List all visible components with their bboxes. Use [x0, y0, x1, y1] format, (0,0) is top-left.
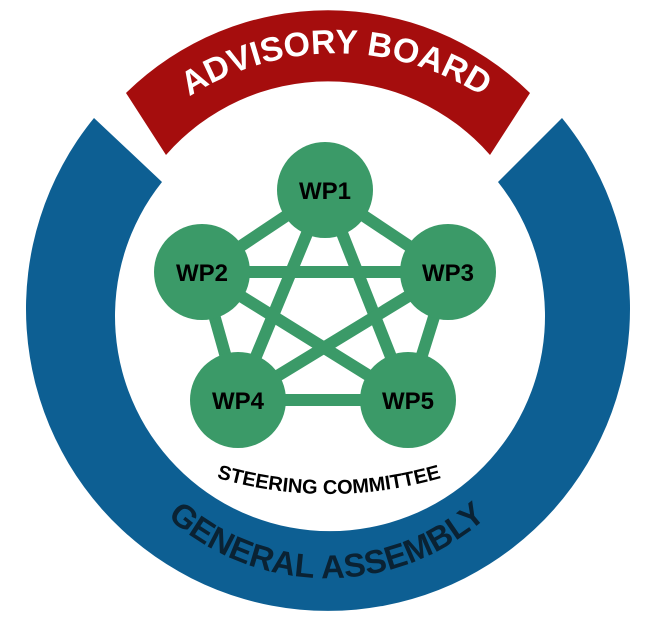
steering-committee-label: STEERING COMMITTEE	[215, 461, 442, 499]
wp4-label: WP4	[212, 388, 265, 415]
wp-node-wp4: WP4	[190, 352, 286, 448]
wp-node-wp5: WP5	[360, 352, 456, 448]
wp2-label: WP2	[176, 260, 228, 287]
wp3-label: WP3	[422, 260, 474, 287]
steering-committee-network: WP1 WP2 WP3 WP4 WP5	[154, 142, 496, 448]
wp-node-wp1: WP1	[277, 142, 373, 238]
wp-node-wp3: WP3	[400, 224, 496, 320]
general-assembly-ring	[25, 118, 630, 611]
advisory-board-banner	[126, 10, 530, 155]
wp1-label: WP1	[299, 178, 351, 205]
wp-node-wp2: WP2	[154, 224, 250, 320]
wp5-label: WP5	[382, 388, 434, 415]
